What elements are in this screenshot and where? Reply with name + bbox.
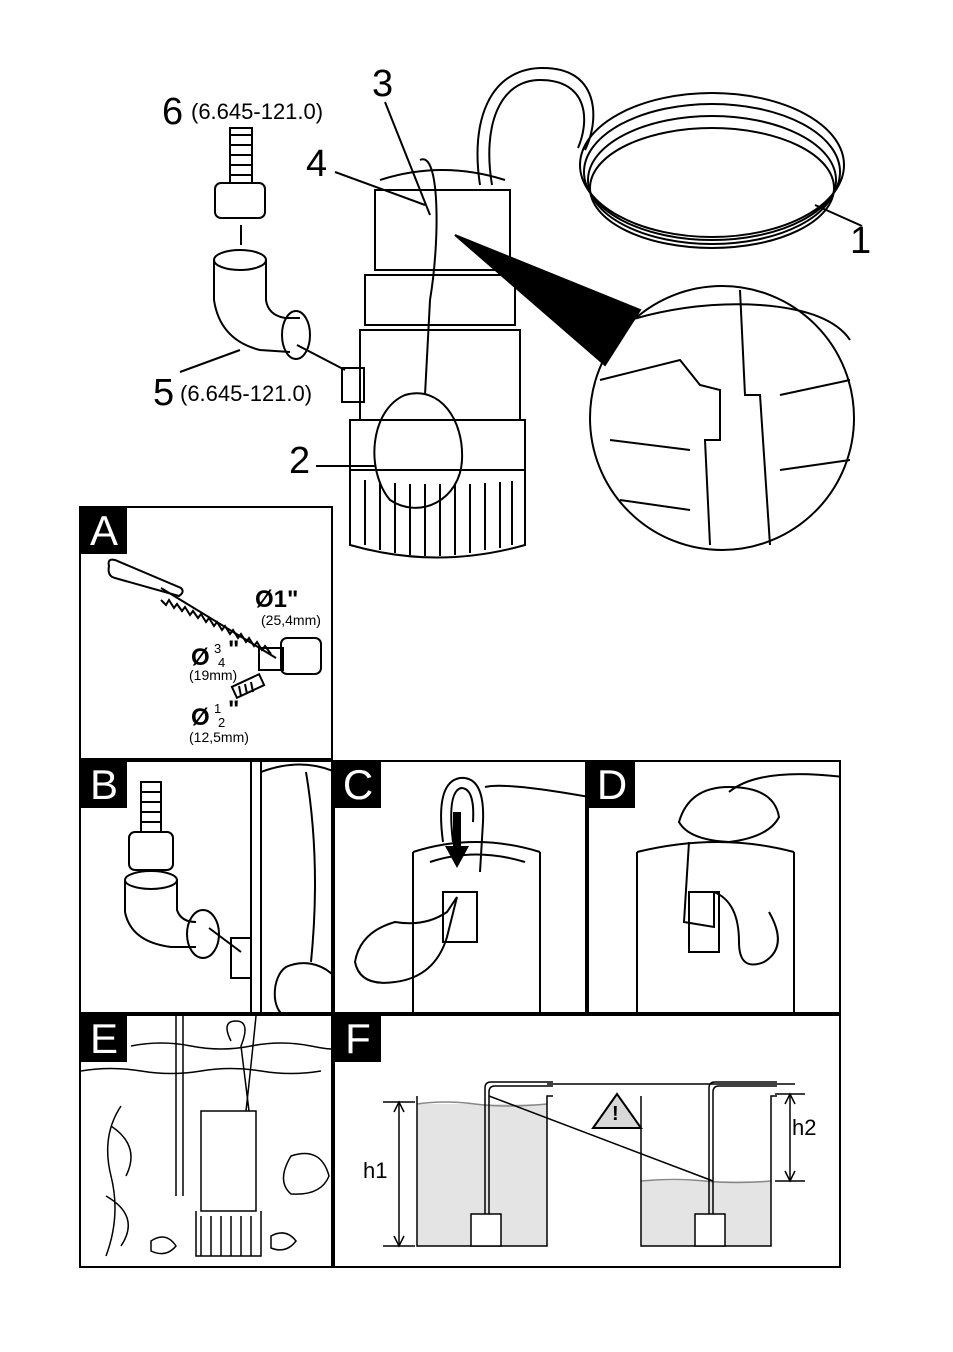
diameter-1-2-numerator: 1 xyxy=(214,702,221,715)
h2-label: h2 xyxy=(792,1117,816,1139)
main-illustration: 3 4 6 (6.645-121.0) 1 5 (6.645-121.0) 2 xyxy=(0,0,953,560)
pump-overview-drawing xyxy=(0,0,953,560)
callout-6: 6 xyxy=(162,93,183,131)
panel-a: A Ø1" (25,4mm) Ø 3 4 " (19mm) Ø 1 2 " (1… xyxy=(79,506,333,760)
callout-1: 1 xyxy=(850,222,871,260)
float-switch-insert-drawing xyxy=(335,762,587,1014)
h1-label: h1 xyxy=(363,1160,387,1182)
diameter-3-4-numerator: 3 xyxy=(214,642,221,655)
elbow-fitting-mounting-drawing xyxy=(81,762,333,1014)
callout-5: 5 xyxy=(153,374,174,412)
part-number-5: (6.645-121.0) xyxy=(180,383,312,405)
diameter-1-inch-mm: (25,4mm) xyxy=(261,613,321,628)
diameter-1-2-symbol: Ø xyxy=(191,706,210,730)
part-number-6: (6.645-121.0) xyxy=(191,101,323,123)
panel-e: E xyxy=(79,1014,333,1268)
panel-c: C xyxy=(333,760,587,1014)
water-level-diagram xyxy=(335,1016,841,1268)
diameter-1-2-denominator: 2 xyxy=(218,716,225,729)
diameter-1-inch: Ø1" xyxy=(255,588,298,612)
callout-2: 2 xyxy=(289,442,310,480)
pump-submerged-drawing xyxy=(81,1016,333,1268)
diameter-1-2-mm: (12,5mm) xyxy=(189,730,249,745)
float-switch-parked-drawing xyxy=(589,762,841,1014)
diameter-3-4-mm: (19mm) xyxy=(189,668,237,683)
diameter-1-2-inch-mark: " xyxy=(228,698,239,722)
warning-icon: ! xyxy=(612,1104,619,1124)
diameter-3-4-inch-mark: " xyxy=(228,638,239,662)
callout-4: 4 xyxy=(306,145,327,183)
panel-b: B xyxy=(79,760,333,1014)
panel-d: D xyxy=(587,760,841,1014)
callout-3: 3 xyxy=(372,65,393,103)
panel-f: F xyxy=(333,1014,841,1268)
